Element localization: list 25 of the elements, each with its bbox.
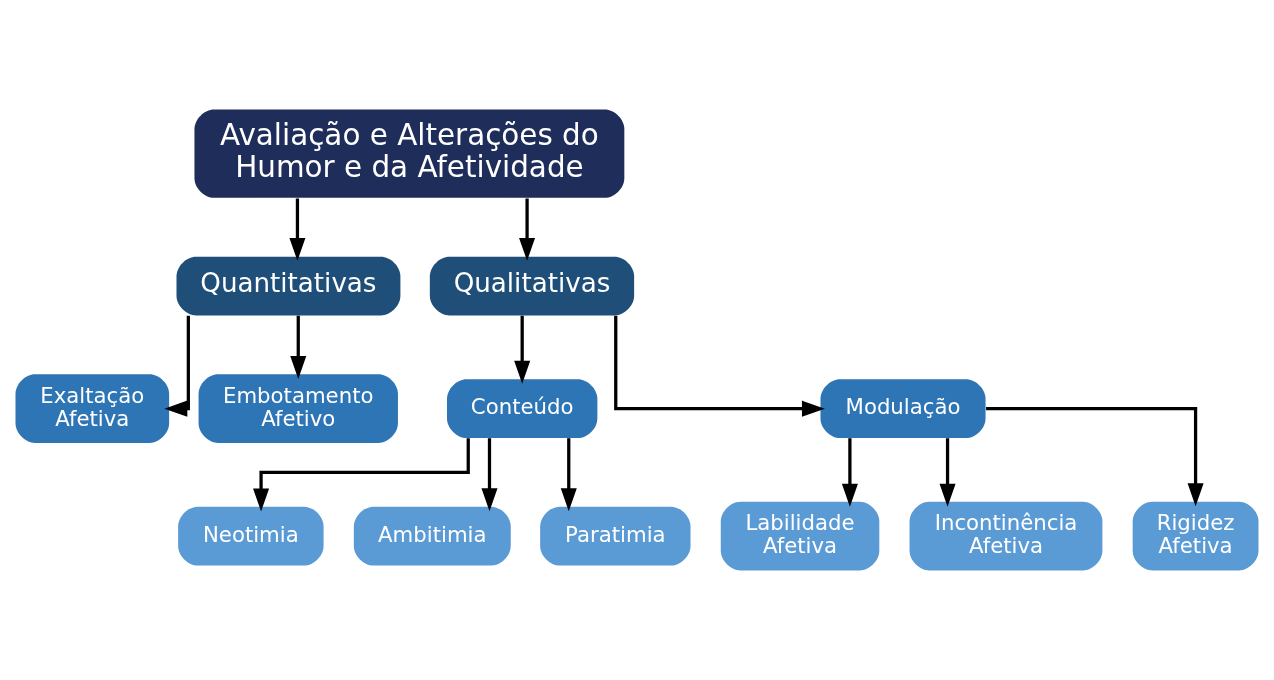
arrow (560, 438, 577, 512)
arrow (514, 315, 531, 384)
node-box: Qualitativas (429, 256, 635, 316)
node-box: Conteúdo (447, 379, 598, 439)
node-box: Labilidade Afetiva (720, 501, 880, 571)
node-box: Rigidez Afetiva (1132, 501, 1259, 571)
node-box: Embotamento Afetivo (198, 374, 398, 443)
arrow (519, 198, 536, 261)
node-box: Neotimia (178, 506, 324, 566)
arrow (164, 315, 190, 417)
arrow (614, 315, 825, 417)
arrow (939, 438, 956, 507)
node-box: Avaliação e Alterações do Humor e da Afetividade (194, 109, 625, 198)
node-box: Ambitimia (353, 506, 511, 566)
node-box: Incontinência Afetiva (909, 501, 1103, 571)
node-box: Exaltação Afetiva (15, 374, 170, 443)
node-box: Quantitativas (176, 256, 401, 316)
arrow (289, 198, 306, 261)
arrow (986, 407, 1204, 507)
arrow (481, 438, 498, 512)
node-box: Modulação (820, 379, 986, 439)
node-box: Paratimia (540, 506, 691, 566)
arrow (290, 315, 307, 379)
arrow (841, 438, 858, 507)
arrow (253, 438, 470, 512)
